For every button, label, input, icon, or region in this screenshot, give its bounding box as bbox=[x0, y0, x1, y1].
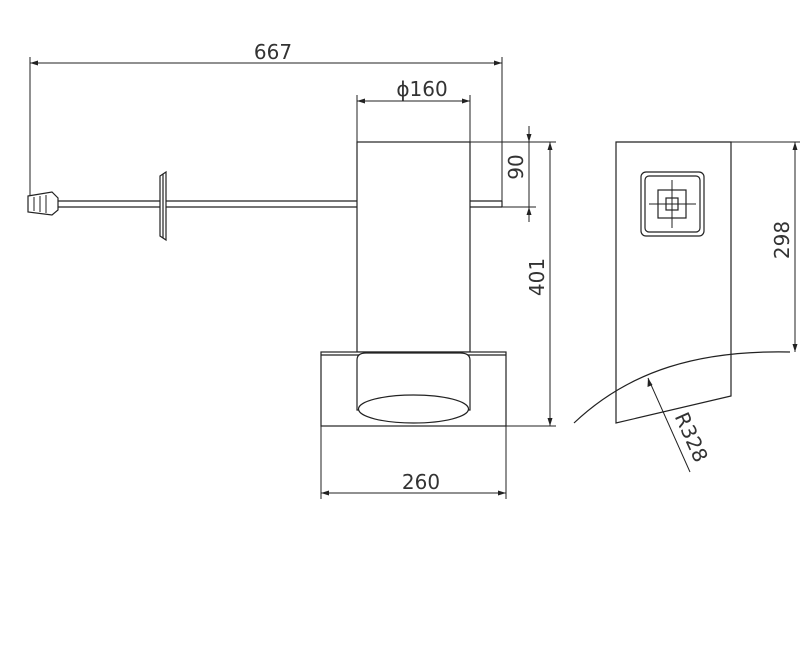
hood-lamp bbox=[357, 394, 470, 424]
bracket-offset-label: 90 bbox=[504, 154, 528, 179]
radius-label: R328 bbox=[670, 408, 713, 465]
dimension-bracket-offset: 90 bbox=[470, 126, 536, 222]
dimension-overall-width: 667 bbox=[29, 40, 503, 201]
duct-diameter-label: ϕ160 bbox=[396, 77, 447, 101]
base-width-label: 260 bbox=[402, 470, 440, 494]
dimension-side-height: 298 bbox=[731, 141, 800, 352]
hood-canopy bbox=[320, 351, 507, 427]
power-plug bbox=[27, 191, 59, 216]
dimension-duct-diameter: ϕ160 bbox=[356, 77, 471, 142]
cable-rod bbox=[58, 200, 503, 208]
chimney-duct bbox=[356, 141, 471, 353]
total-height-label: 401 bbox=[525, 258, 549, 296]
overall-width-label: 667 bbox=[254, 40, 292, 64]
canopy-arc bbox=[573, 351, 791, 424]
front-view: 667 ϕ160 90 401 bbox=[27, 40, 556, 499]
control-panel-icon bbox=[640, 171, 705, 237]
dimension-total-height: 401 bbox=[506, 141, 556, 427]
side-height-label: 298 bbox=[770, 221, 794, 259]
wall-flange bbox=[159, 170, 167, 242]
side-view: 298 R328 bbox=[573, 141, 800, 473]
dimension-base-width: 260 bbox=[320, 426, 507, 499]
